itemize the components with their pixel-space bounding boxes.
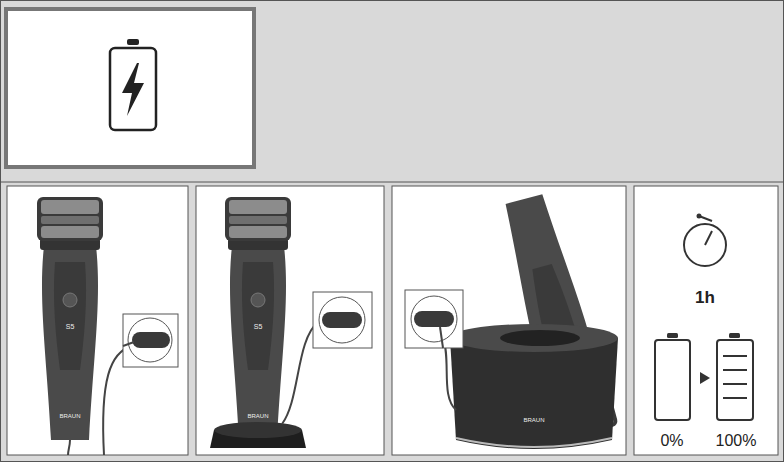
product-marking: BRAUN xyxy=(523,417,544,423)
instruction-panel: 1h 0% 100% xyxy=(634,186,778,455)
timer xyxy=(684,224,726,266)
arrow xyxy=(700,372,710,384)
magnifier-box xyxy=(123,314,178,367)
battery-full xyxy=(717,340,753,420)
panel xyxy=(392,186,626,455)
panel xyxy=(634,186,778,455)
panel xyxy=(7,186,188,455)
charge-levels xyxy=(723,356,747,398)
magnifier-box xyxy=(405,290,463,348)
shaver xyxy=(225,197,291,440)
charge-label: 0% xyxy=(660,433,683,449)
battery-icon xyxy=(110,48,156,130)
instruction-panel: S5BRAUN xyxy=(196,186,384,455)
cord xyxy=(123,342,134,346)
timer-knob xyxy=(697,214,702,219)
stand-top xyxy=(214,422,302,438)
cradle xyxy=(500,330,580,346)
magnifier xyxy=(411,296,457,342)
magnifier xyxy=(128,318,172,362)
magnifier xyxy=(319,297,365,343)
plug xyxy=(132,332,170,348)
cleaning-center xyxy=(450,338,618,449)
plug xyxy=(414,311,454,327)
charge-label: 1h xyxy=(695,289,715,306)
light-strip xyxy=(456,438,612,447)
product-marking: BRAUN xyxy=(59,413,80,419)
divider xyxy=(0,182,784,183)
plug xyxy=(322,312,362,328)
instruction-panel: BRAUN xyxy=(392,186,626,455)
panel xyxy=(196,186,384,455)
battery-empty xyxy=(655,340,690,420)
instruction-panel: S5BRAUN xyxy=(7,186,188,455)
battery-cap xyxy=(667,333,678,338)
charge-label: 100% xyxy=(716,433,757,449)
product-marking: S5 xyxy=(66,323,75,330)
cord xyxy=(440,327,443,348)
shaver xyxy=(37,197,103,440)
icon-box xyxy=(6,9,254,167)
battery-cap xyxy=(729,333,740,338)
product-marking: BRAUN xyxy=(247,413,268,419)
battery-cap xyxy=(127,39,139,45)
timer-hand xyxy=(705,231,712,245)
cord xyxy=(68,440,70,455)
lightning-bolt xyxy=(122,63,144,116)
cleaning-center-top xyxy=(450,324,618,352)
magnifier-box xyxy=(313,292,372,348)
product-marking: S5 xyxy=(254,323,263,330)
